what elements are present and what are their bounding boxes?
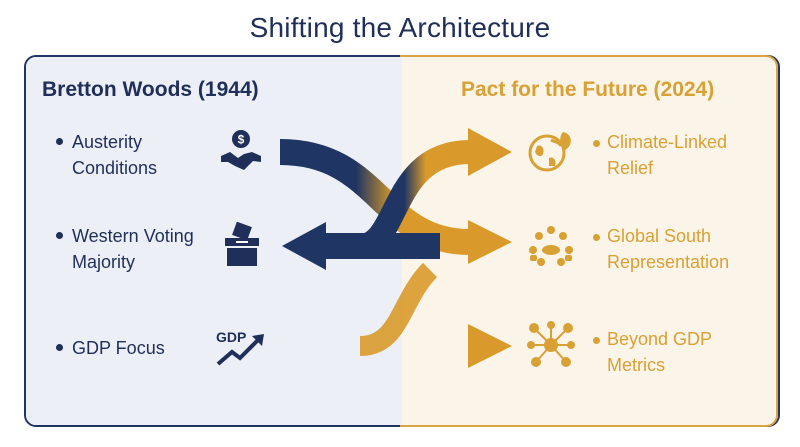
bullet bbox=[593, 337, 600, 344]
item-line: Conditions bbox=[72, 158, 158, 178]
network-metrics-icon bbox=[527, 321, 575, 367]
ballot-box-icon bbox=[225, 222, 259, 266]
bullet bbox=[56, 232, 63, 239]
item-line: GDP Focus bbox=[72, 338, 165, 358]
right-heading: Pact for the Future (2024) bbox=[461, 78, 715, 101]
bullet bbox=[56, 138, 63, 145]
item-line: Metrics bbox=[607, 355, 665, 375]
item-line: Representation bbox=[607, 252, 730, 272]
svg-text:GDP: GDP bbox=[216, 329, 246, 345]
left-item-voting: Western Voting Majority bbox=[72, 223, 194, 275]
right-item-global-south: Global South Representation bbox=[607, 223, 729, 275]
item-line: Majority bbox=[72, 252, 136, 272]
left-heading: Bretton Woods (1944) bbox=[42, 78, 259, 101]
globe-leaf-icon bbox=[528, 132, 571, 172]
arrow-bottom-branch bbox=[359, 262, 438, 356]
item-line: Beyond GDP bbox=[607, 329, 713, 349]
item-line: Relief bbox=[607, 158, 654, 178]
arrowhead-top-right bbox=[468, 128, 512, 176]
arrowhead-middle-right bbox=[468, 220, 512, 264]
svg-text:$: $ bbox=[238, 133, 245, 147]
page-title: Shifting the Architecture bbox=[249, 12, 551, 43]
arrowhead-bottom-right bbox=[468, 324, 512, 368]
item-line: Global South bbox=[607, 226, 712, 246]
left-item-austerity: Austerity Conditions bbox=[72, 129, 157, 181]
bullet bbox=[593, 234, 600, 241]
item-line: Western Voting bbox=[72, 226, 194, 246]
handshake-dollar-icon: $ bbox=[221, 130, 261, 170]
arrowhead-middle-left bbox=[282, 222, 326, 270]
right-item-climate: Climate-Linked Relief bbox=[607, 129, 727, 181]
item-line: Austerity bbox=[72, 132, 143, 152]
comparison-frame bbox=[24, 55, 780, 427]
bullet bbox=[56, 344, 63, 351]
left-item-gdp: GDP Focus bbox=[72, 335, 165, 361]
people-table-icon bbox=[529, 226, 573, 266]
bullet bbox=[593, 140, 600, 147]
item-line: Climate-Linked bbox=[607, 132, 728, 152]
arrow-middle-to-top-right bbox=[358, 140, 471, 258]
right-item-beyond-gdp: Beyond GDP Metrics bbox=[607, 326, 712, 378]
gdp-growth-icon: GDP bbox=[216, 329, 264, 366]
